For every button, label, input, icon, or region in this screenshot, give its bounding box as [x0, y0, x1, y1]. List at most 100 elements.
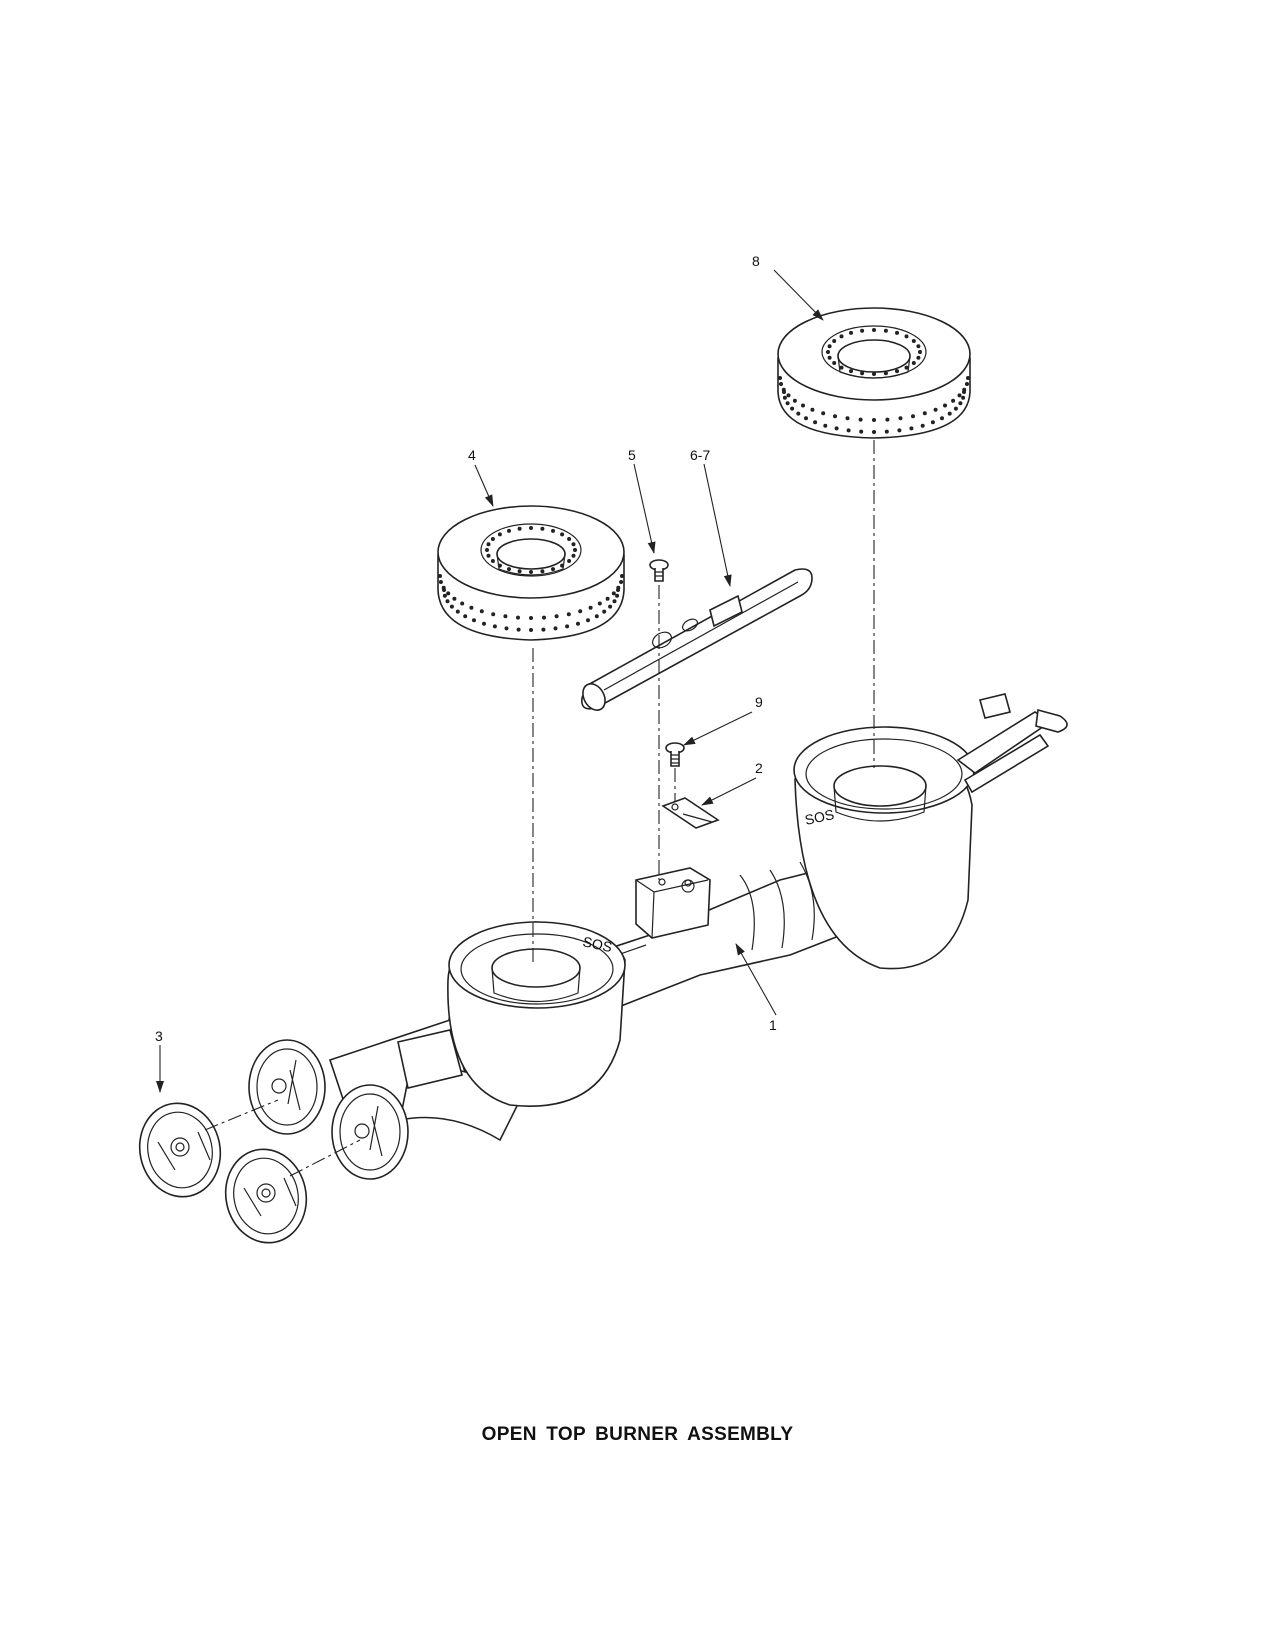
burner-port	[872, 328, 876, 332]
burner-port	[961, 395, 966, 400]
burner-port	[452, 596, 457, 601]
burner-port	[885, 417, 890, 422]
burner-port	[823, 423, 828, 428]
burner-port	[460, 601, 465, 606]
air-shutter-lower	[224, 1148, 308, 1244]
burner-port	[594, 614, 599, 619]
burner-port	[845, 416, 850, 421]
burner-port	[516, 627, 521, 632]
burner-port	[542, 615, 546, 620]
burner-port	[551, 567, 555, 572]
burner-port	[560, 563, 565, 568]
burner-port	[911, 361, 916, 365]
burner-port	[832, 361, 837, 365]
burner-port	[933, 407, 938, 412]
screw-5	[649, 559, 669, 582]
burner-port	[849, 369, 853, 374]
burner-port	[911, 339, 916, 343]
burner-port	[957, 393, 962, 398]
burner-port	[792, 398, 797, 403]
burner-port	[497, 563, 502, 568]
burner-port	[782, 390, 786, 394]
burner-port	[438, 574, 442, 578]
burner-port	[497, 532, 502, 537]
burner-port	[897, 428, 902, 433]
burner-port	[455, 609, 460, 614]
burner-port	[619, 580, 624, 584]
callout-leaders	[156, 269, 824, 1093]
burner-port	[826, 350, 830, 354]
assembly-centerlines	[204, 440, 875, 1177]
burner-port	[883, 371, 888, 376]
burner-port	[597, 601, 602, 606]
screw-9	[665, 742, 685, 767]
burner-port	[785, 401, 790, 406]
svg-text:SOS: SOS	[803, 806, 835, 828]
burner-port	[482, 621, 486, 626]
burner-port	[940, 416, 944, 421]
burner-port	[615, 593, 620, 598]
burner-port	[965, 382, 969, 386]
burner-port	[554, 614, 559, 619]
ports-left-inner	[485, 526, 577, 574]
burner-port	[872, 418, 876, 422]
burner-port	[479, 609, 484, 614]
burner-port	[491, 612, 496, 617]
burner-port	[492, 624, 497, 629]
burner-port	[446, 591, 451, 596]
burner-port	[571, 553, 576, 558]
burner-port	[529, 570, 533, 574]
burner-port	[796, 411, 801, 416]
burner-port	[551, 528, 555, 533]
burner-port	[529, 616, 533, 620]
burner-port	[860, 371, 865, 376]
burner-port	[571, 542, 576, 547]
burner-port	[833, 414, 837, 419]
burner-port	[951, 398, 956, 403]
burner-port	[943, 403, 947, 408]
burner-port	[620, 574, 624, 578]
burner-port	[859, 429, 864, 434]
burner-port	[517, 526, 522, 531]
callout-1: 1	[769, 1017, 777, 1033]
burner-port	[486, 553, 491, 558]
burner-port	[576, 621, 580, 626]
burner-port	[918, 350, 922, 354]
burner-port	[616, 588, 620, 592]
burner-port	[578, 609, 583, 614]
burner-port	[469, 605, 474, 610]
burner-port	[566, 612, 571, 617]
burner-port	[858, 417, 863, 422]
burner-port	[884, 429, 889, 434]
burner-port	[507, 528, 511, 533]
burner-port	[821, 411, 826, 416]
pilot-tube	[580, 568, 813, 711]
burner-port	[611, 591, 616, 596]
burner-body: SOS SOS	[248, 693, 1068, 1180]
burner-port	[588, 605, 593, 610]
svg-text:SOS: SOS	[581, 933, 613, 955]
burner-port	[445, 599, 450, 604]
burner-port	[872, 372, 876, 376]
burner-port	[472, 618, 476, 623]
burner-port	[517, 569, 522, 574]
callout-9: 9	[755, 694, 763, 710]
burner-port	[930, 420, 935, 425]
burner-port	[801, 403, 805, 408]
burner-port	[602, 609, 607, 614]
burner-port	[898, 416, 903, 421]
burner-port	[486, 542, 491, 547]
burner-port	[790, 406, 795, 411]
burner-port	[839, 334, 844, 339]
burner-port	[612, 599, 617, 604]
burner-port	[573, 548, 577, 552]
burner-port	[786, 393, 791, 398]
burner-port	[608, 604, 613, 609]
burner-port	[834, 426, 839, 431]
burner-port	[962, 390, 966, 394]
burner-port	[895, 369, 899, 374]
burner-head-upper-right	[777, 307, 971, 439]
burner-port	[904, 334, 909, 339]
burner-port	[782, 395, 787, 400]
